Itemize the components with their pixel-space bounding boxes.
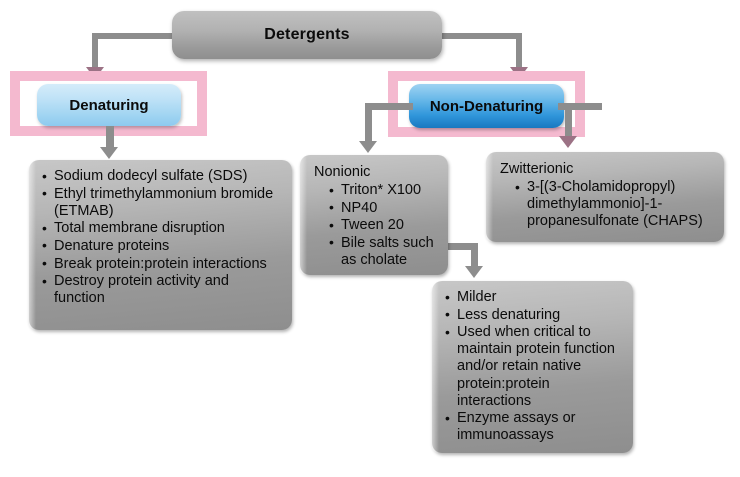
list-item: Ethyl trimethylammonium bromide (ETMAB) bbox=[41, 185, 282, 220]
box-nonionic-label: Nonionic bbox=[314, 164, 371, 180]
list-item: Enzyme assays or immunoassays bbox=[444, 410, 623, 444]
box-nonionic[interactable]: Nonionic Triton* X100 NP40 Tween 20 Bile… bbox=[300, 155, 448, 275]
box-zwitterionic-label: Zwitterionic bbox=[500, 161, 574, 177]
list-item: 3-[(3-Cholamidopropyl) dimethylammonio]-… bbox=[514, 179, 714, 230]
node-denaturing[interactable]: Denaturing bbox=[37, 84, 181, 126]
list-item: Bile salts such as cholate bbox=[328, 234, 438, 269]
arrowhead-down-icon bbox=[465, 266, 483, 278]
list-item: Less denaturing bbox=[444, 306, 623, 324]
box-denaturing-details[interactable]: Sodium dodecyl sulfate (SDS) Ethyl trime… bbox=[29, 160, 292, 330]
nonionic-item-list: Triton* X100 NP40 Tween 20 Bile salts su… bbox=[328, 182, 438, 269]
arrowhead-down-icon bbox=[559, 136, 577, 148]
arrowhead-down-icon bbox=[359, 141, 377, 153]
list-item: NP40 bbox=[328, 199, 438, 217]
node-detergents-label: Detergents bbox=[264, 26, 350, 43]
list-item: Break protein:protein interactions bbox=[41, 255, 282, 273]
list-item: Used when critical to maintain protein f… bbox=[444, 324, 623, 410]
node-nondenaturing[interactable]: Non-Denaturing bbox=[409, 84, 564, 128]
list-item: Triton* X100 bbox=[328, 182, 438, 199]
box-nondenaturing-properties[interactable]: Milder Less denaturing Used when critica… bbox=[432, 281, 633, 453]
node-detergents[interactable]: Detergents bbox=[172, 11, 442, 59]
node-nondenaturing-label: Non-Denaturing bbox=[429, 97, 544, 115]
list-item: Total membrane disruption bbox=[41, 220, 282, 237]
box-zwitterionic[interactable]: Zwitterionic 3-[(3-Cholamidopropyl) dime… bbox=[486, 152, 724, 242]
nondenaturing-property-list: Milder Less denaturing Used when critica… bbox=[444, 288, 623, 444]
list-item: Destroy protein activity and function bbox=[41, 273, 282, 307]
zwitterionic-item-list: 3-[(3-Cholamidopropyl) dimethylammonio]-… bbox=[514, 179, 714, 230]
list-item: Milder bbox=[444, 288, 623, 306]
list-item: Sodium dodecyl sulfate (SDS) bbox=[41, 167, 282, 185]
node-denaturing-label: Denaturing bbox=[69, 96, 149, 114]
list-item: Tween 20 bbox=[328, 217, 438, 234]
list-item: Denature proteins bbox=[41, 237, 282, 255]
denaturing-detail-list: Sodium dodecyl sulfate (SDS) Ethyl trime… bbox=[41, 167, 282, 307]
arrowhead-down-icon bbox=[100, 147, 118, 159]
